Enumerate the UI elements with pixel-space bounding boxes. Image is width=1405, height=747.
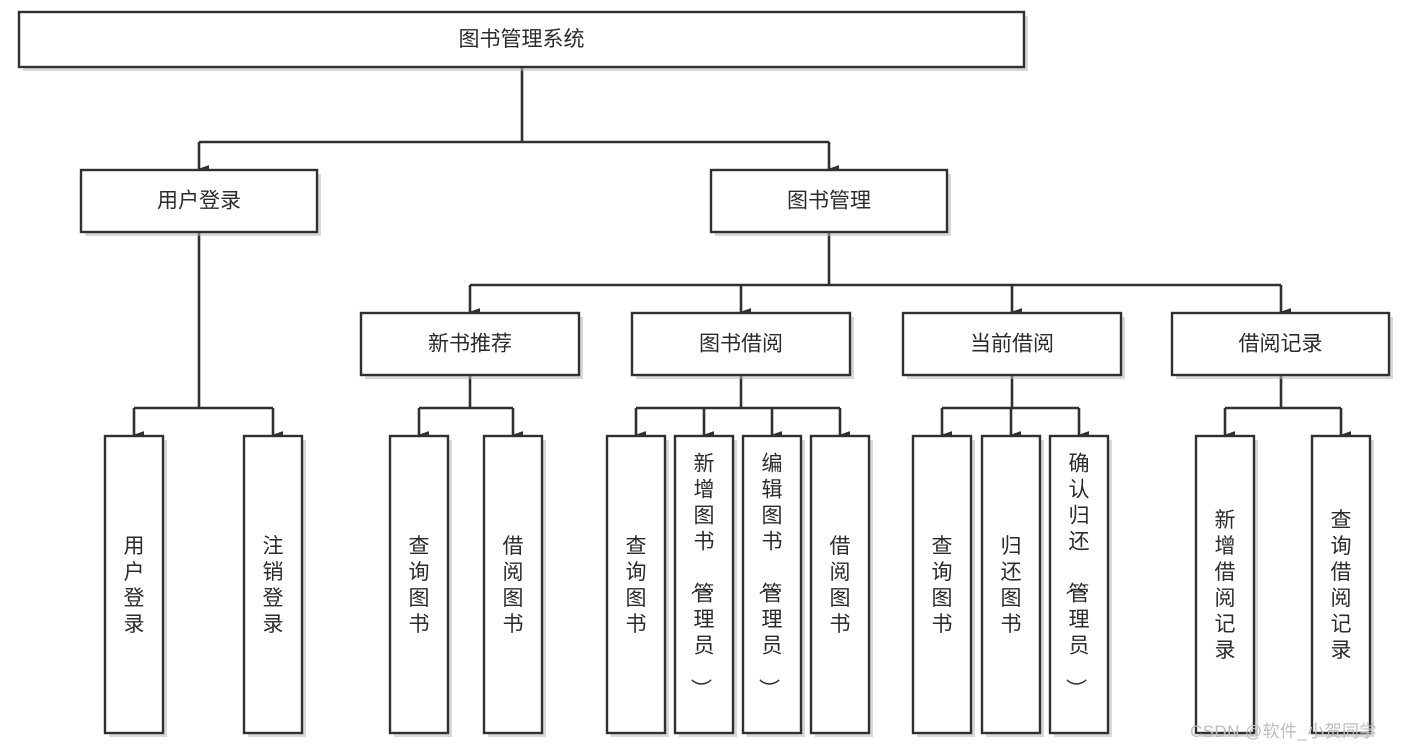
node-book-borrow[interactable]: 图书借阅 — [630, 311, 854, 379]
node-rect[interactable] — [103, 434, 165, 735]
node-leaf-confirm-return-admin[interactable]: 确认归还（管理员） — [1048, 434, 1112, 737]
edge-group-root — [197, 67, 839, 173]
node-label: 图书借阅 — [699, 333, 783, 356]
node-rect[interactable] — [79, 168, 319, 234]
edge-group-current-borrow — [940, 375, 1089, 439]
node-label: 查询图书 — [626, 535, 647, 636]
edge-group-new-book-recommend — [417, 375, 523, 439]
node-leaf-query-book-rec[interactable]: 查询图书 — [388, 434, 452, 737]
node-label: 注销登录 — [263, 535, 284, 636]
node-rect[interactable] — [605, 434, 667, 735]
node-rect[interactable] — [1170, 311, 1391, 377]
node-rect[interactable] — [630, 311, 852, 377]
node-root[interactable]: 图书管理系统 — [17, 10, 1028, 71]
node-leaf-query-book-current[interactable]: 查询图书 — [911, 434, 975, 737]
node-rect[interactable] — [1194, 434, 1256, 735]
node-leaf-borrow-book[interactable]: 借阅图书 — [809, 434, 873, 737]
node-leaf-edit-book-admin[interactable]: 编辑图书（管理员） — [741, 434, 805, 737]
node-label: 用户登录 — [157, 190, 241, 213]
node-rect[interactable] — [1310, 434, 1372, 735]
node-leaf-user-logout[interactable]: 注销登录 — [242, 434, 306, 737]
node-rect[interactable] — [809, 434, 871, 735]
node-leaf-query-borrow-record[interactable]: 查询借阅记录 — [1310, 434, 1374, 737]
node-label: 确认归还（管理员） — [1064, 452, 1090, 699]
node-user-login[interactable]: 用户登录 — [79, 168, 321, 236]
edge-group-user-login — [132, 232, 283, 439]
node-rect[interactable] — [242, 434, 304, 735]
node-current-borrow[interactable]: 当前借阅 — [901, 311, 1125, 379]
node-label: 新增借阅记录 — [1215, 509, 1236, 662]
node-book-management[interactable]: 图书管理 — [709, 168, 951, 236]
node-label: 借阅图书 — [830, 535, 851, 636]
node-rect[interactable] — [901, 311, 1123, 377]
edge-group-borrow-record — [1223, 375, 1351, 439]
node-label: 编辑图书（管理员） — [757, 452, 783, 699]
node-label: 新书推荐 — [428, 333, 512, 356]
node-label: 用户登录 — [124, 535, 145, 636]
node-rect[interactable] — [741, 434, 803, 735]
node-label: 图书管理系统 — [459, 28, 585, 51]
node-new-book-recommend[interactable]: 新书推荐 — [359, 311, 583, 379]
node-rect[interactable] — [482, 434, 544, 735]
node-leaf-return-book[interactable]: 归还图书 — [980, 434, 1044, 737]
node-label: 查询图书 — [932, 535, 953, 636]
node-rect[interactable] — [17, 10, 1026, 69]
node-leaf-add-book-admin[interactable]: 新增图书（管理员） — [673, 434, 737, 737]
node-rect[interactable] — [980, 434, 1042, 735]
node-label: 归还图书 — [1001, 535, 1022, 636]
node-label: 借阅记录 — [1239, 333, 1323, 356]
node-rect[interactable] — [911, 434, 973, 735]
node-rect[interactable] — [359, 311, 581, 377]
node-leaf-borrow-book-rec[interactable]: 借阅图书 — [482, 434, 546, 737]
node-label: 新增图书（管理员） — [689, 452, 715, 699]
node-rect[interactable] — [673, 434, 735, 735]
node-label: 当前借阅 — [970, 333, 1054, 356]
edge-group-book-management — [468, 232, 1291, 316]
nodes-layer: 图书管理系统用户登录图书管理新书推荐图书借阅当前借阅借阅记录用户登录注销登录查询… — [17, 10, 1393, 737]
node-leaf-add-borrow-record[interactable]: 新增借阅记录 — [1194, 434, 1258, 737]
node-rect[interactable] — [388, 434, 450, 735]
node-rect[interactable] — [1048, 434, 1110, 735]
node-label: 查询图书 — [409, 535, 430, 636]
node-label: 图书管理 — [787, 190, 871, 213]
node-leaf-query-book-borrow[interactable]: 查询图书 — [605, 434, 669, 737]
node-label: 借阅图书 — [503, 535, 524, 636]
node-borrow-record[interactable]: 借阅记录 — [1170, 311, 1393, 379]
edges-layer — [132, 67, 1351, 439]
node-label: 查询借阅记录 — [1331, 509, 1352, 662]
node-rect[interactable] — [709, 168, 949, 234]
edge-group-book-borrow — [634, 375, 850, 439]
node-leaf-user-login[interactable]: 用户登录 — [103, 434, 167, 737]
